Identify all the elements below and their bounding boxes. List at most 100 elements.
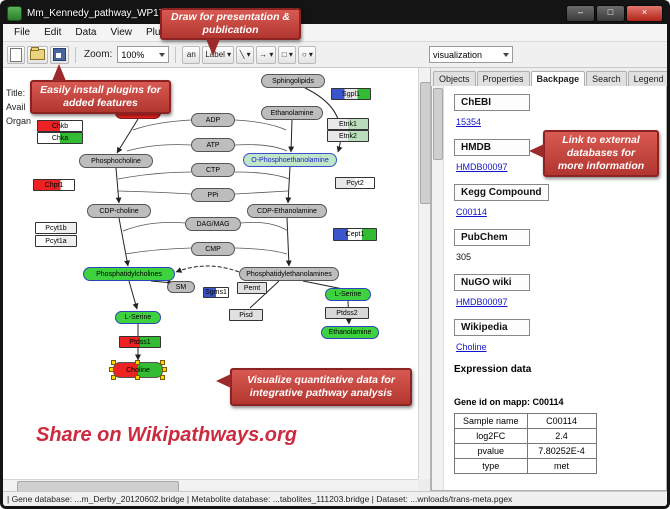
selection-handle[interactable] xyxy=(111,360,116,365)
node-cmp[interactable]: CMP xyxy=(191,242,235,256)
selection-handle[interactable] xyxy=(111,375,116,380)
selection-handle[interactable] xyxy=(135,360,140,365)
tool-button-3[interactable]: → ▾ xyxy=(256,45,277,64)
external-link[interactable]: HMDB00097 xyxy=(456,297,508,307)
section-header: Kegg Compound xyxy=(454,184,549,201)
menu-edit[interactable]: Edit xyxy=(44,27,62,38)
open-file-button[interactable] xyxy=(27,45,48,64)
node-ptdss2[interactable]: Ptdss2 xyxy=(325,307,369,319)
node-chka[interactable]: Chka xyxy=(37,132,83,144)
section-header: ChEBI xyxy=(454,94,530,111)
table-cell: met xyxy=(526,458,597,474)
selection-handle[interactable] xyxy=(160,375,165,380)
node-chkb[interactable]: Chkb xyxy=(37,120,83,132)
visualization-select[interactable]: visualization xyxy=(429,46,513,63)
tab-backpage[interactable]: Backpage xyxy=(530,71,586,86)
node-cdp-choline[interactable]: CDP-choline xyxy=(87,204,151,218)
node-pcyt1a[interactable]: Pcyt1a xyxy=(35,235,77,247)
node-label: Pisd xyxy=(239,311,253,319)
node-choline-selected[interactable]: Choline xyxy=(109,360,167,380)
scrollbar-thumb[interactable] xyxy=(433,88,443,160)
node-sgms1[interactable]: Sgms1 xyxy=(203,287,229,298)
external-link[interactable]: C00114 xyxy=(456,207,487,217)
tool-button-0[interactable]: an xyxy=(182,45,201,64)
tool-button-4[interactable]: □ ▾ xyxy=(278,45,297,64)
close-button[interactable]: × xyxy=(626,5,663,22)
canvas-horizontal-scrollbar[interactable] xyxy=(3,479,418,491)
node-l-serine-left[interactable]: L-Serine xyxy=(115,311,161,324)
node-ethanolamine-top[interactable]: Ethanolamine xyxy=(261,106,323,120)
tab-objects[interactable]: Objects xyxy=(433,71,476,86)
node-ptdss1[interactable]: Ptdss1 xyxy=(119,336,161,348)
node-label: Chkb xyxy=(51,122,69,130)
node-label: SM xyxy=(175,283,187,291)
node-sgpl1[interactable]: Sgpl1 xyxy=(331,88,371,100)
node-ctp[interactable]: CTP xyxy=(191,163,235,177)
tab-search[interactable]: Search xyxy=(586,71,627,86)
node-pemt[interactable]: Pemt xyxy=(237,282,267,294)
maximize-button[interactable]: □ xyxy=(596,5,625,22)
canvas-vertical-scrollbar[interactable] xyxy=(418,68,430,479)
selection-handle[interactable] xyxy=(162,367,167,372)
node-etnk2[interactable]: Etnk2 xyxy=(327,130,369,142)
tool-button-2[interactable]: ╲ ▾ xyxy=(236,45,255,64)
selection-handle[interactable] xyxy=(109,367,114,372)
scrollbar-thumb[interactable] xyxy=(420,82,430,204)
tab-properties[interactable]: Properties xyxy=(476,71,530,86)
external-link[interactable]: 15354 xyxy=(456,117,482,127)
node-atp[interactable]: ATP xyxy=(191,138,235,152)
node-pcyt1b[interactable]: Pcyt1b xyxy=(35,222,77,234)
node-dag-mag[interactable]: DAG/MAG xyxy=(185,217,241,231)
node-etnk1[interactable]: Etnk1 xyxy=(327,118,369,130)
minimize-button[interactable]: – xyxy=(566,5,595,22)
new-file-button[interactable] xyxy=(7,45,25,64)
node-label: Etnk2 xyxy=(339,132,357,140)
node-chpt1[interactable]: Chpt1 xyxy=(33,179,75,191)
node-label: ADP xyxy=(205,116,221,124)
node-adp[interactable]: ADP xyxy=(191,113,235,127)
external-link[interactable]: HMDB00097 xyxy=(456,162,508,172)
tab-legend[interactable]: Legend xyxy=(627,71,667,86)
scrollbar-thumb[interactable] xyxy=(17,481,179,491)
selection-handle[interactable] xyxy=(135,375,140,380)
external-link[interactable]: Choline xyxy=(456,342,487,352)
zoom-select[interactable]: 100% xyxy=(117,46,170,63)
menu-data[interactable]: Data xyxy=(75,27,97,38)
share-text: Share on Wikipathways.org xyxy=(36,424,297,446)
node-sm[interactable]: SM xyxy=(167,281,195,293)
selection-handle[interactable] xyxy=(160,360,165,365)
node-label: Phosphatidylcholines xyxy=(96,270,162,278)
node-label: Choline xyxy=(126,366,150,374)
save-file-button[interactable] xyxy=(50,45,69,64)
node-pisd[interactable]: Pisd xyxy=(229,309,263,321)
node-o-phosphoethanolamine[interactable]: O-Phosphoethanolamine xyxy=(243,153,337,167)
node-cdp-ethanolamine[interactable]: CDP-Ethanolamine xyxy=(247,204,327,218)
menu-view[interactable]: View xyxy=(110,27,132,38)
node-ethanolamine-bottom[interactable]: Ethanolamine xyxy=(321,326,379,339)
node-cept1[interactable]: Cept1 xyxy=(333,228,377,241)
status-bar: | Gene database: ...m_Derby_20120602.bri… xyxy=(3,491,667,506)
node-l-serine-right[interactable]: L-Serine xyxy=(325,288,371,301)
callout-visualize-data: Visualize quantitative data for integrat… xyxy=(230,368,412,406)
node-phosphatidylethanolamines[interactable]: Phosphatidylethanolamines xyxy=(239,267,339,281)
node-sphingolipids[interactable]: Sphingolipids xyxy=(261,74,325,88)
node-phosphocholine[interactable]: Phosphocholine xyxy=(79,154,153,168)
callout-draw-pointer xyxy=(206,39,220,56)
node-phosphatidylcholines[interactable]: Phosphatidylcholines xyxy=(83,267,175,281)
node-pcyt2[interactable]: Pcyt2 xyxy=(335,177,375,189)
title-bar: Mm_Kennedy_pathway_WP1771_45176.gpml – □… xyxy=(3,3,667,24)
gene-id-line: Gene id on mapp: C00114 xyxy=(454,397,564,407)
tool-button-5[interactable]: ○ ▾ xyxy=(298,45,317,64)
file-buttons xyxy=(7,45,69,64)
table-cell: 7.80252E-4 xyxy=(526,443,597,459)
menu-file[interactable]: File xyxy=(14,27,31,38)
node-ppi[interactable]: PPi xyxy=(191,188,235,202)
backpage-scrollbar[interactable] xyxy=(432,86,444,490)
